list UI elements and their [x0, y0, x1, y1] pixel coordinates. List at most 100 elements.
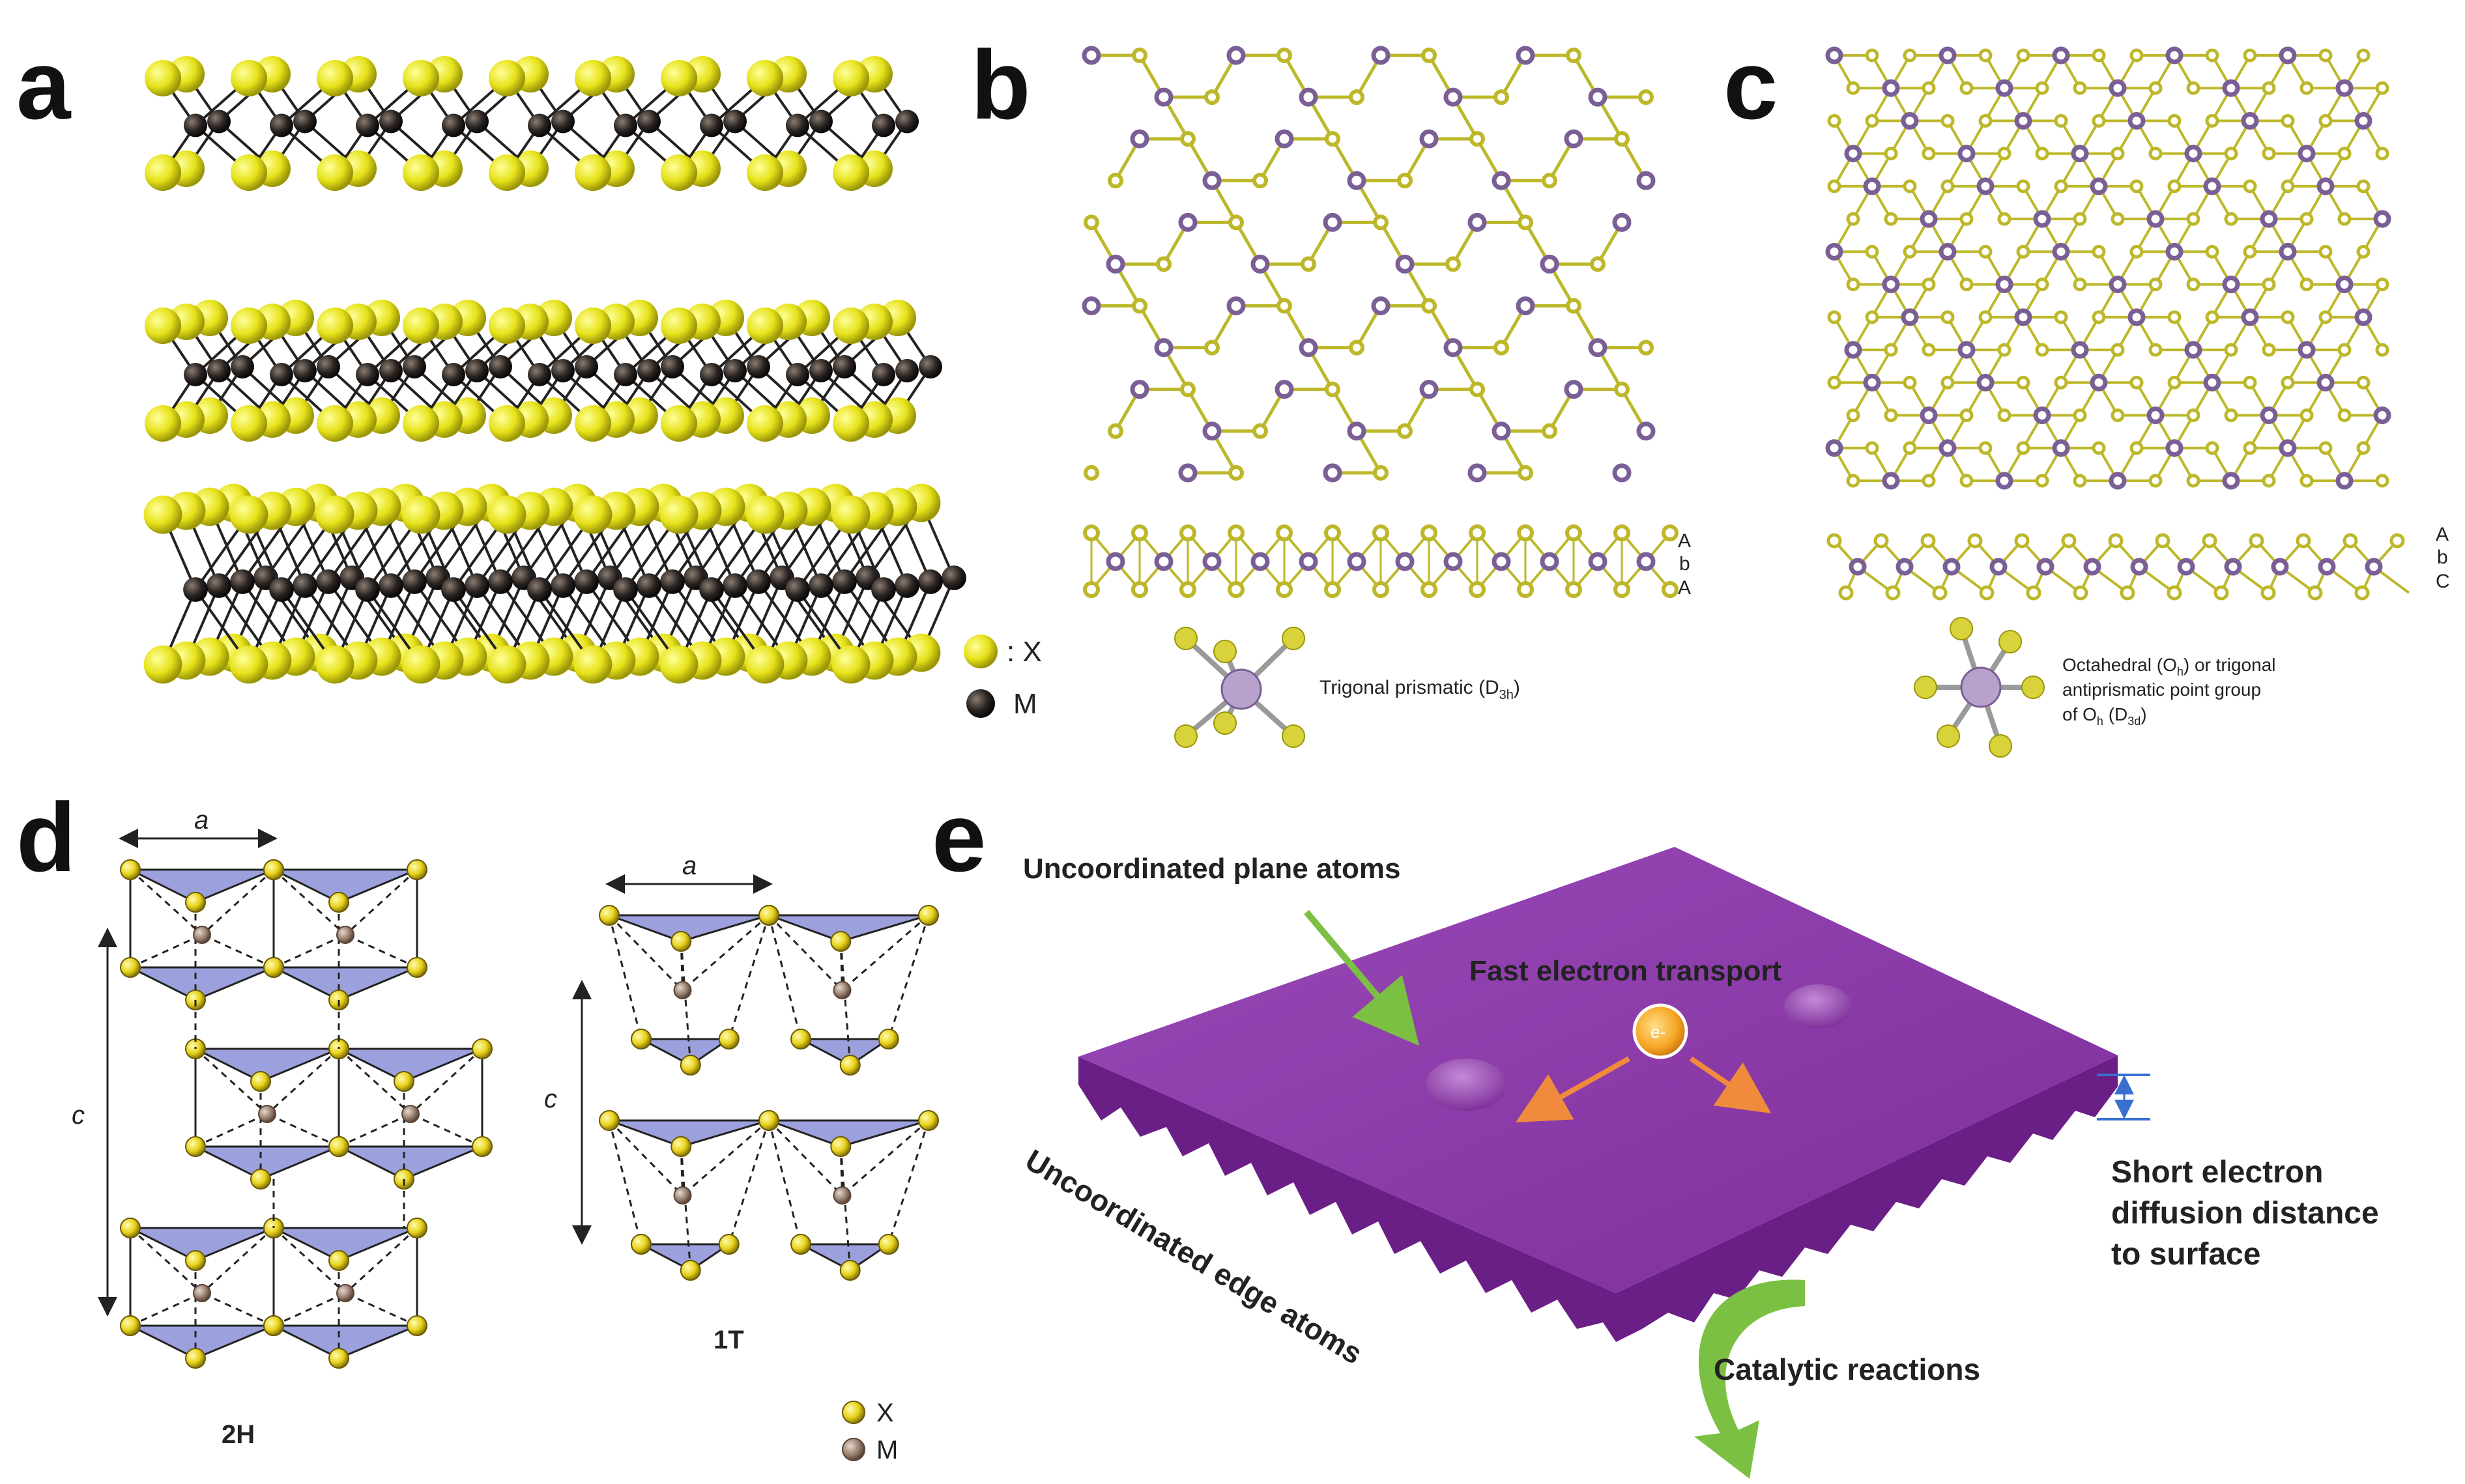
side-x-atom — [1179, 524, 1196, 541]
chalcogen-site — [1827, 375, 1841, 390]
metal-site — [2354, 111, 2372, 130]
metal-site — [2222, 276, 2240, 294]
chalcogen-atom — [790, 1234, 811, 1255]
chalcogen-site — [2186, 408, 2200, 423]
cell-edge-dashed — [129, 1227, 203, 1294]
chalcogen-site — [1397, 173, 1413, 189]
metal-atom — [207, 359, 231, 382]
chalcogen-atom — [407, 859, 427, 880]
cell-edge-dashed — [338, 1048, 412, 1115]
chalcogen-atom — [317, 405, 353, 442]
metal-atom — [528, 113, 551, 137]
chalcogen-atom — [575, 405, 611, 442]
cell-edge-dashed — [338, 1113, 411, 1148]
metal-atom — [700, 113, 723, 137]
metal-site — [1976, 373, 1995, 392]
panel-b-top-view-lattice — [1082, 46, 1656, 483]
chalcogen-site — [1156, 256, 1172, 272]
cell-edge-dashed — [608, 1120, 642, 1245]
chalcogen-atom — [718, 1234, 740, 1255]
chalcogen-atom — [878, 1234, 899, 1255]
chalcogen-site — [1132, 298, 1147, 314]
chalcogen-site — [2129, 375, 2144, 390]
chalcogen-site — [2111, 408, 2125, 423]
metal-site — [2052, 46, 2070, 64]
metal-site — [1920, 407, 1938, 425]
chalcogen-atom — [680, 1055, 701, 1076]
chalcogen-site — [1922, 81, 1936, 95]
chalcogen-site — [1228, 464, 1244, 481]
stacking-c-1: A — [2436, 524, 2449, 545]
chalcogen-site — [2167, 179, 2182, 193]
metal-atom — [833, 981, 852, 999]
coord-x — [1282, 724, 1305, 748]
chalcogen-atom — [145, 405, 181, 442]
metal-atom — [403, 355, 426, 378]
sheet-edge-face — [1078, 1055, 2118, 1342]
cell-edge-dashed — [680, 941, 692, 1066]
chalcogen-site — [1884, 408, 1898, 423]
chalcogen-site — [1922, 343, 1936, 357]
chalcogen-site — [2375, 147, 2389, 161]
chalcogen-site — [2262, 343, 2276, 357]
metal-site — [1516, 296, 1535, 316]
cell-edge-dashed — [130, 934, 203, 969]
metal-site — [2033, 407, 2051, 425]
metal-site — [2127, 308, 2146, 326]
cell-edge-dashed — [841, 914, 929, 992]
metal-site — [1202, 421, 1222, 441]
thickness-marker — [2097, 1074, 2150, 1120]
side-x-atom — [1276, 581, 1293, 598]
side-x-atom — [1565, 524, 1582, 541]
metal-site — [1844, 341, 1862, 359]
metal-site — [2052, 242, 2070, 261]
metal-site — [1443, 338, 1463, 358]
metal-site — [2241, 308, 2259, 326]
chalcogen-site — [2318, 244, 2333, 259]
cell-edge-dashed — [344, 868, 418, 936]
metal-site — [1939, 242, 1957, 261]
chalcogen-site — [2262, 474, 2276, 488]
metal-site — [2033, 210, 2051, 228]
metal-atom — [270, 113, 293, 137]
chalcogen-site — [2111, 212, 2125, 226]
axis-a-1t-label: a — [682, 851, 697, 880]
chalcogen-site — [1204, 339, 1220, 356]
chalcogen-site — [1566, 298, 1581, 314]
chalcogen-atom — [263, 859, 284, 880]
side-x-atom — [1932, 585, 1948, 601]
cell-edge-dashed — [841, 1119, 929, 1197]
chalcogen-atom — [145, 60, 181, 96]
chalcogen-site — [2224, 147, 2238, 161]
chalcogen-site — [2073, 408, 2087, 423]
chalcogen-atom — [120, 1315, 141, 1336]
side-m-atom — [1347, 552, 1366, 571]
chalcogen-atom — [670, 1136, 692, 1157]
chalcogen-atom — [185, 892, 206, 913]
side-m-atom — [1942, 558, 1961, 576]
metal-atom — [919, 355, 942, 378]
chalcogen-atom — [747, 307, 783, 344]
side-x-atom — [1372, 524, 1389, 541]
metal-atom — [183, 577, 208, 602]
chalcogen-site — [1084, 464, 1099, 481]
cell-edge-dashed — [201, 1292, 274, 1327]
chalcogen-site — [1445, 256, 1461, 272]
chalcogen-site — [2375, 343, 2389, 357]
metal-site — [1863, 373, 1881, 392]
side-m-atom — [1989, 558, 2008, 576]
label-plane-atoms: Uncoordinated plane atoms — [1023, 853, 1400, 885]
side-m-atom — [1250, 552, 1270, 571]
metal-site — [1564, 129, 1583, 149]
metal-site — [1995, 79, 2013, 97]
legend-x-atom-icon — [964, 635, 998, 668]
side-x-atom — [1662, 581, 1679, 598]
chalcogen-site — [1252, 173, 1268, 189]
cell-face — [768, 914, 929, 943]
chalcogen-site — [2186, 474, 2200, 488]
metal-atom — [785, 577, 810, 602]
metal-atom — [442, 113, 465, 137]
chalcogen-site — [1865, 48, 1879, 63]
cell-edge-dashed — [682, 1119, 770, 1197]
metal-site — [1957, 341, 1976, 359]
